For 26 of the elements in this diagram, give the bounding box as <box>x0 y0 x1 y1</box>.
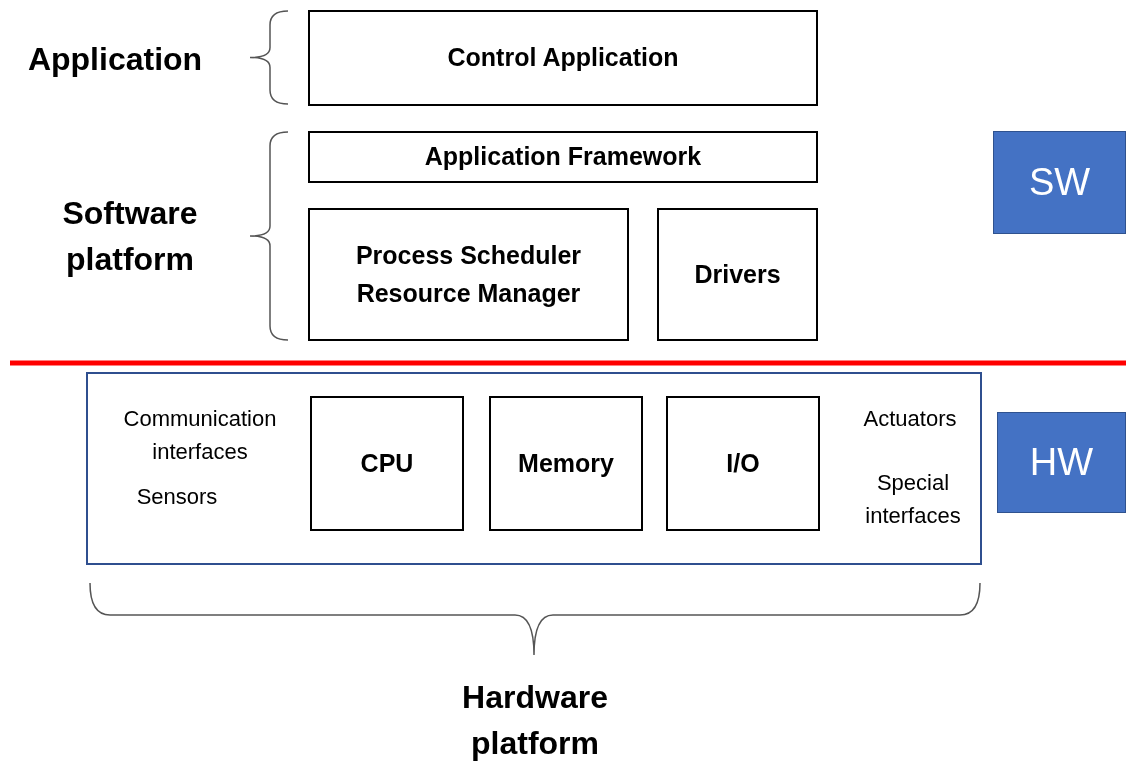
box-label: CPU <box>360 447 414 479</box>
box-label: Process Scheduler Resource Manager <box>354 240 583 309</box>
tag-box <box>997 412 1126 513</box>
component-label: Actuators <box>862 405 958 433</box>
process-box <box>308 131 818 183</box>
component-label: Sensors <box>135 483 219 511</box>
box-label: SW <box>1028 161 1091 204</box>
box-label: Memory <box>518 447 614 479</box>
layer-label: Software platform <box>61 194 199 280</box>
process-box <box>666 396 820 531</box>
process-box <box>308 208 629 341</box>
tag-box <box>993 131 1126 234</box>
process-box <box>657 208 818 341</box>
component-label: Communication interfaces <box>122 405 278 466</box>
box-label: I/O <box>726 447 760 479</box>
box-label: Drivers <box>694 258 781 290</box>
process-box <box>308 10 818 106</box>
layer-label: Application <box>26 40 204 79</box>
layer-label: Hardware platform <box>461 678 609 762</box>
component-label: Special interfaces <box>864 469 962 530</box>
box-label: Control Application <box>447 42 679 74</box>
process-box <box>489 396 643 531</box>
box-label: HW <box>1029 441 1094 484</box>
process-box <box>310 396 464 531</box>
hardware-panel <box>86 372 982 565</box>
box-label: Application Framework <box>424 141 702 173</box>
